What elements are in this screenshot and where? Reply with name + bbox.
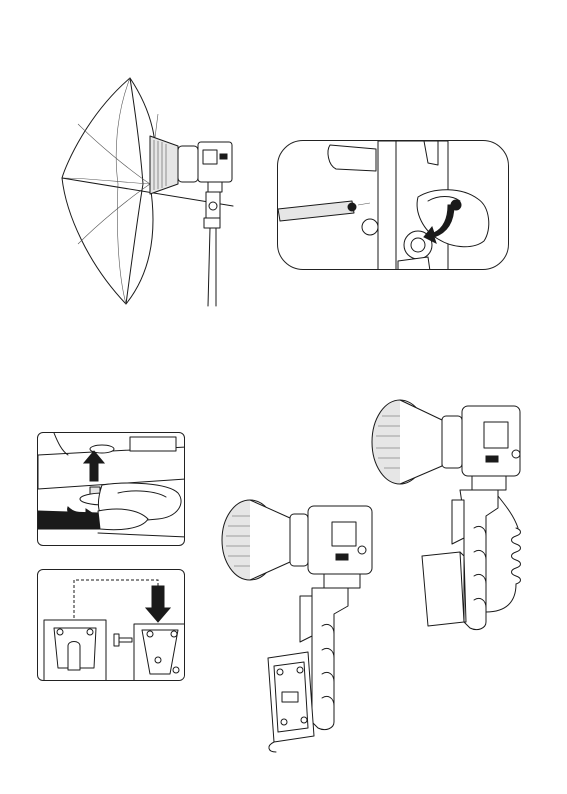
- umbrella-mount-illustration: [58, 74, 248, 310]
- umbrella-insert-illustration: [277, 140, 509, 270]
- handheld-grip-battery-illustration: [366, 396, 534, 632]
- v-mount-plate-illustration: [37, 569, 185, 681]
- tighten-screw-illustration: [37, 432, 185, 546]
- handheld-grip-v-mount-illustration: [216, 496, 380, 752]
